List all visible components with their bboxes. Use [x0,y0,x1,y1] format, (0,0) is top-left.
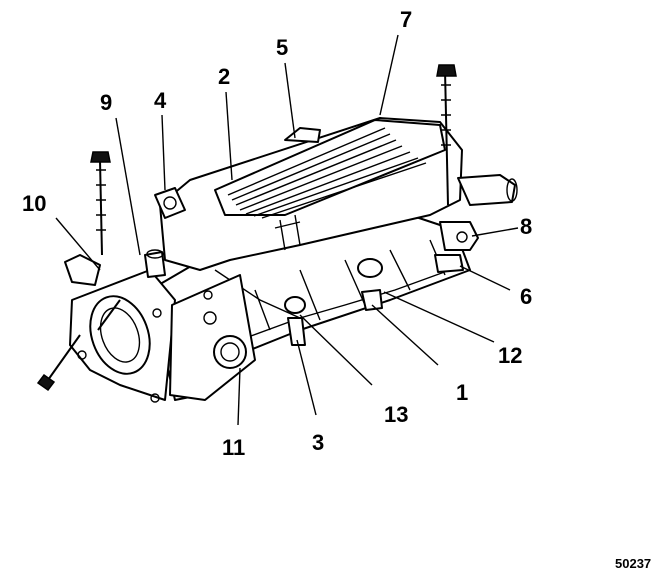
callout-3: 3 [312,430,324,455]
callout-2: 2 [218,64,230,89]
callout-9: 9 [100,90,112,115]
leader-12 [383,291,495,343]
callout-12: 12 [498,343,522,368]
callout-1: 1 [456,380,468,405]
leader-8 [471,227,519,237]
callout-4: 4 [154,88,167,113]
leader-3 [296,339,317,416]
callout-11: 11 [222,435,245,460]
callout-6: 6 [520,284,532,309]
leader-9 [115,117,141,256]
leader-1 [371,304,439,366]
callout-5: 5 [276,35,288,60]
small-fittings [144,187,186,278]
leader-5 [284,62,296,139]
callout-7: 7 [400,7,412,32]
leader-10 [55,217,101,271]
throttle-body [64,254,256,403]
leader-lines [55,34,519,426]
plenum-cooling-ribs [227,127,427,219]
callout-labels: 2 5 7 4 9 10 8 6 12 1 13 3 11 [22,7,532,460]
manifold-bolts [36,64,457,392]
leader-11 [237,367,241,426]
leader-7 [379,34,399,116]
leader-6 [459,265,511,291]
right-side-fittings [434,174,518,273]
callout-10: 10 [22,191,46,216]
callout-8: 8 [520,214,532,239]
leader-2 [225,91,233,181]
lower-fittings [284,258,383,346]
leader-4 [161,114,166,191]
callout-13: 13 [384,402,408,427]
upper-intake-plenum [159,117,463,271]
leader-13 [299,314,373,386]
figure-id: 50237 [615,556,651,571]
